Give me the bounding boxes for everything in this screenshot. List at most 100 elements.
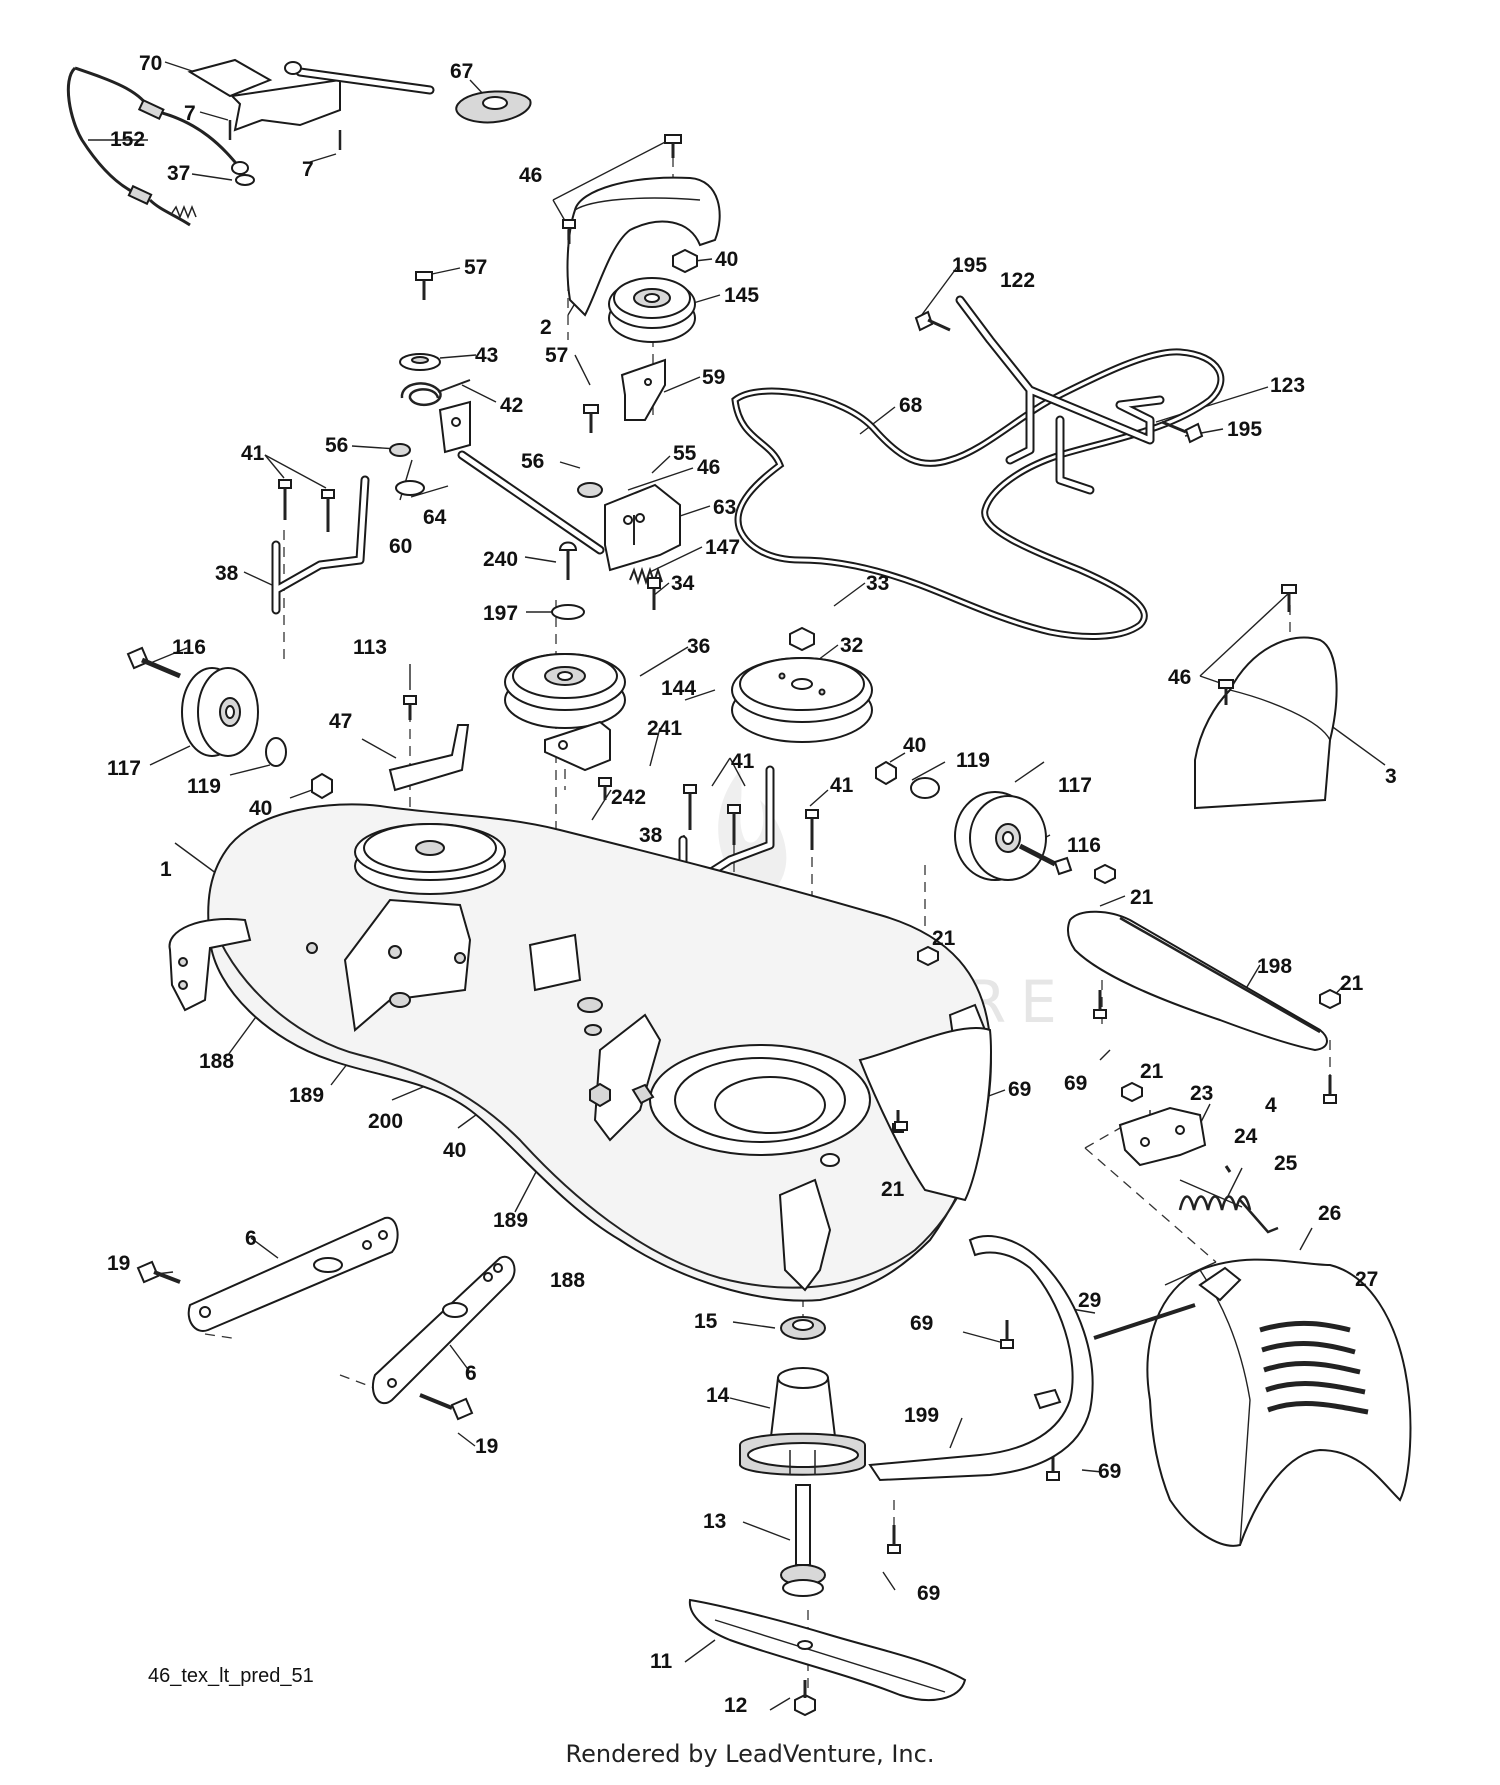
callout: 26 xyxy=(1318,1202,1341,1225)
callout: 69 xyxy=(1064,1072,1087,1095)
callout: 56 xyxy=(325,434,348,457)
spindle-assembly xyxy=(688,1316,967,1717)
callout: 46 xyxy=(519,164,542,187)
spring-147 xyxy=(629,566,663,586)
callout: 40 xyxy=(715,248,738,271)
callout: 117 xyxy=(1058,774,1092,797)
mount-bracket-6 xyxy=(136,1216,516,1421)
callout: 27 xyxy=(1355,1268,1378,1291)
callout: 12 xyxy=(724,1694,747,1717)
callout: 57 xyxy=(545,344,568,367)
pulley-32 xyxy=(731,626,873,743)
callout: 2 xyxy=(540,316,552,339)
bracket-47 xyxy=(388,695,470,792)
callout: 59 xyxy=(702,366,725,389)
callout: 3 xyxy=(1385,765,1397,788)
callout: 36 xyxy=(687,635,710,658)
callout: 19 xyxy=(107,1252,130,1275)
callout: 69 xyxy=(910,1312,933,1335)
callout: 21 xyxy=(932,927,956,950)
chute-bracket-23 xyxy=(1118,1106,1319,1277)
gauge-wheel-right xyxy=(875,760,1073,881)
belt-guide-123 xyxy=(955,295,1165,495)
watermark-flame-icon xyxy=(718,770,787,900)
callout: 189 xyxy=(493,1209,528,1232)
callout: 241 xyxy=(647,717,682,740)
callout: 37 xyxy=(167,162,190,185)
hinge-rod-29 xyxy=(1093,1303,1196,1340)
callout: 46 xyxy=(1168,666,1191,689)
callout: 34 xyxy=(671,572,695,595)
callout: 70 xyxy=(139,52,162,75)
callout: 119 xyxy=(956,749,990,772)
pulley-36 xyxy=(504,653,626,729)
callout: 13 xyxy=(703,1510,726,1533)
knob-67 xyxy=(455,90,532,124)
callout: 21 xyxy=(1130,886,1154,909)
rod-64 xyxy=(457,450,605,555)
bolt-240 xyxy=(551,541,661,620)
callout: 197 xyxy=(483,602,518,625)
callout: 47 xyxy=(329,710,352,733)
callout: 41 xyxy=(731,750,755,773)
callout: 56 xyxy=(521,450,544,473)
callout: 4 xyxy=(1265,1094,1277,1117)
callout: 23 xyxy=(1190,1082,1213,1105)
callout: 7 xyxy=(302,158,314,181)
callout: 242 xyxy=(611,786,646,809)
callout: 144 xyxy=(661,677,696,700)
gauge-bracket-38-left xyxy=(271,475,370,615)
callout: 40 xyxy=(443,1139,466,1162)
callout: 67 xyxy=(450,60,473,83)
callout: 199 xyxy=(904,1404,939,1427)
callout: 43 xyxy=(475,344,498,367)
bracket-59 xyxy=(620,358,666,421)
callout: 41 xyxy=(241,442,265,465)
callout: 60 xyxy=(389,535,412,558)
callout: 32 xyxy=(840,634,863,657)
callout: 122 xyxy=(1000,269,1035,292)
callout: 113 xyxy=(353,636,387,659)
callout: 25 xyxy=(1274,1152,1298,1175)
bolt-195 xyxy=(914,310,1204,444)
callout: 29 xyxy=(1078,1289,1101,1312)
hardware-21 xyxy=(820,863,1341,1167)
callout: 46 xyxy=(697,456,720,479)
callout: 147 xyxy=(705,536,740,559)
callout: 200 xyxy=(368,1110,403,1133)
callout: 152 xyxy=(110,128,145,151)
callout: 7 xyxy=(184,102,196,125)
baffle-198 xyxy=(1066,910,1328,1052)
callout: 145 xyxy=(724,284,759,307)
discharge-chute-27 xyxy=(1146,1258,1412,1547)
callout: 117 xyxy=(107,757,141,780)
callout: 14 xyxy=(706,1384,730,1407)
callout: 116 xyxy=(1067,834,1101,857)
cable-152 xyxy=(66,66,255,227)
callout: 240 xyxy=(483,548,518,571)
callout: 195 xyxy=(952,254,987,277)
belt-cover-2 xyxy=(566,176,721,317)
callout: 57 xyxy=(464,256,487,279)
callout: 69 xyxy=(917,1582,940,1605)
callout: 38 xyxy=(215,562,239,585)
callout-labels: 70 67 7 152 37 7 46 40 145 2 57 43 42 57… xyxy=(107,52,1397,1717)
callout: 55 xyxy=(673,442,697,465)
callout: 38 xyxy=(639,824,663,847)
callout: 195 xyxy=(1227,418,1262,441)
callout: 41 xyxy=(830,774,854,797)
callout: 6 xyxy=(245,1227,257,1250)
bolt-57 xyxy=(415,271,599,433)
callout: 68 xyxy=(899,394,923,417)
belt-cover-3 xyxy=(1194,584,1338,810)
idler-arm-60 xyxy=(395,400,471,496)
callout: 21 xyxy=(1140,1060,1164,1083)
callout: 21 xyxy=(1340,972,1364,995)
callout: 119 xyxy=(187,775,221,798)
drawing-code: 46_tex_lt_pred_51 xyxy=(148,1665,314,1687)
callout: 15 xyxy=(694,1310,718,1333)
callout: 188 xyxy=(550,1269,585,1292)
gauge-wheel-left xyxy=(126,646,333,800)
callout: 1 xyxy=(160,858,172,881)
